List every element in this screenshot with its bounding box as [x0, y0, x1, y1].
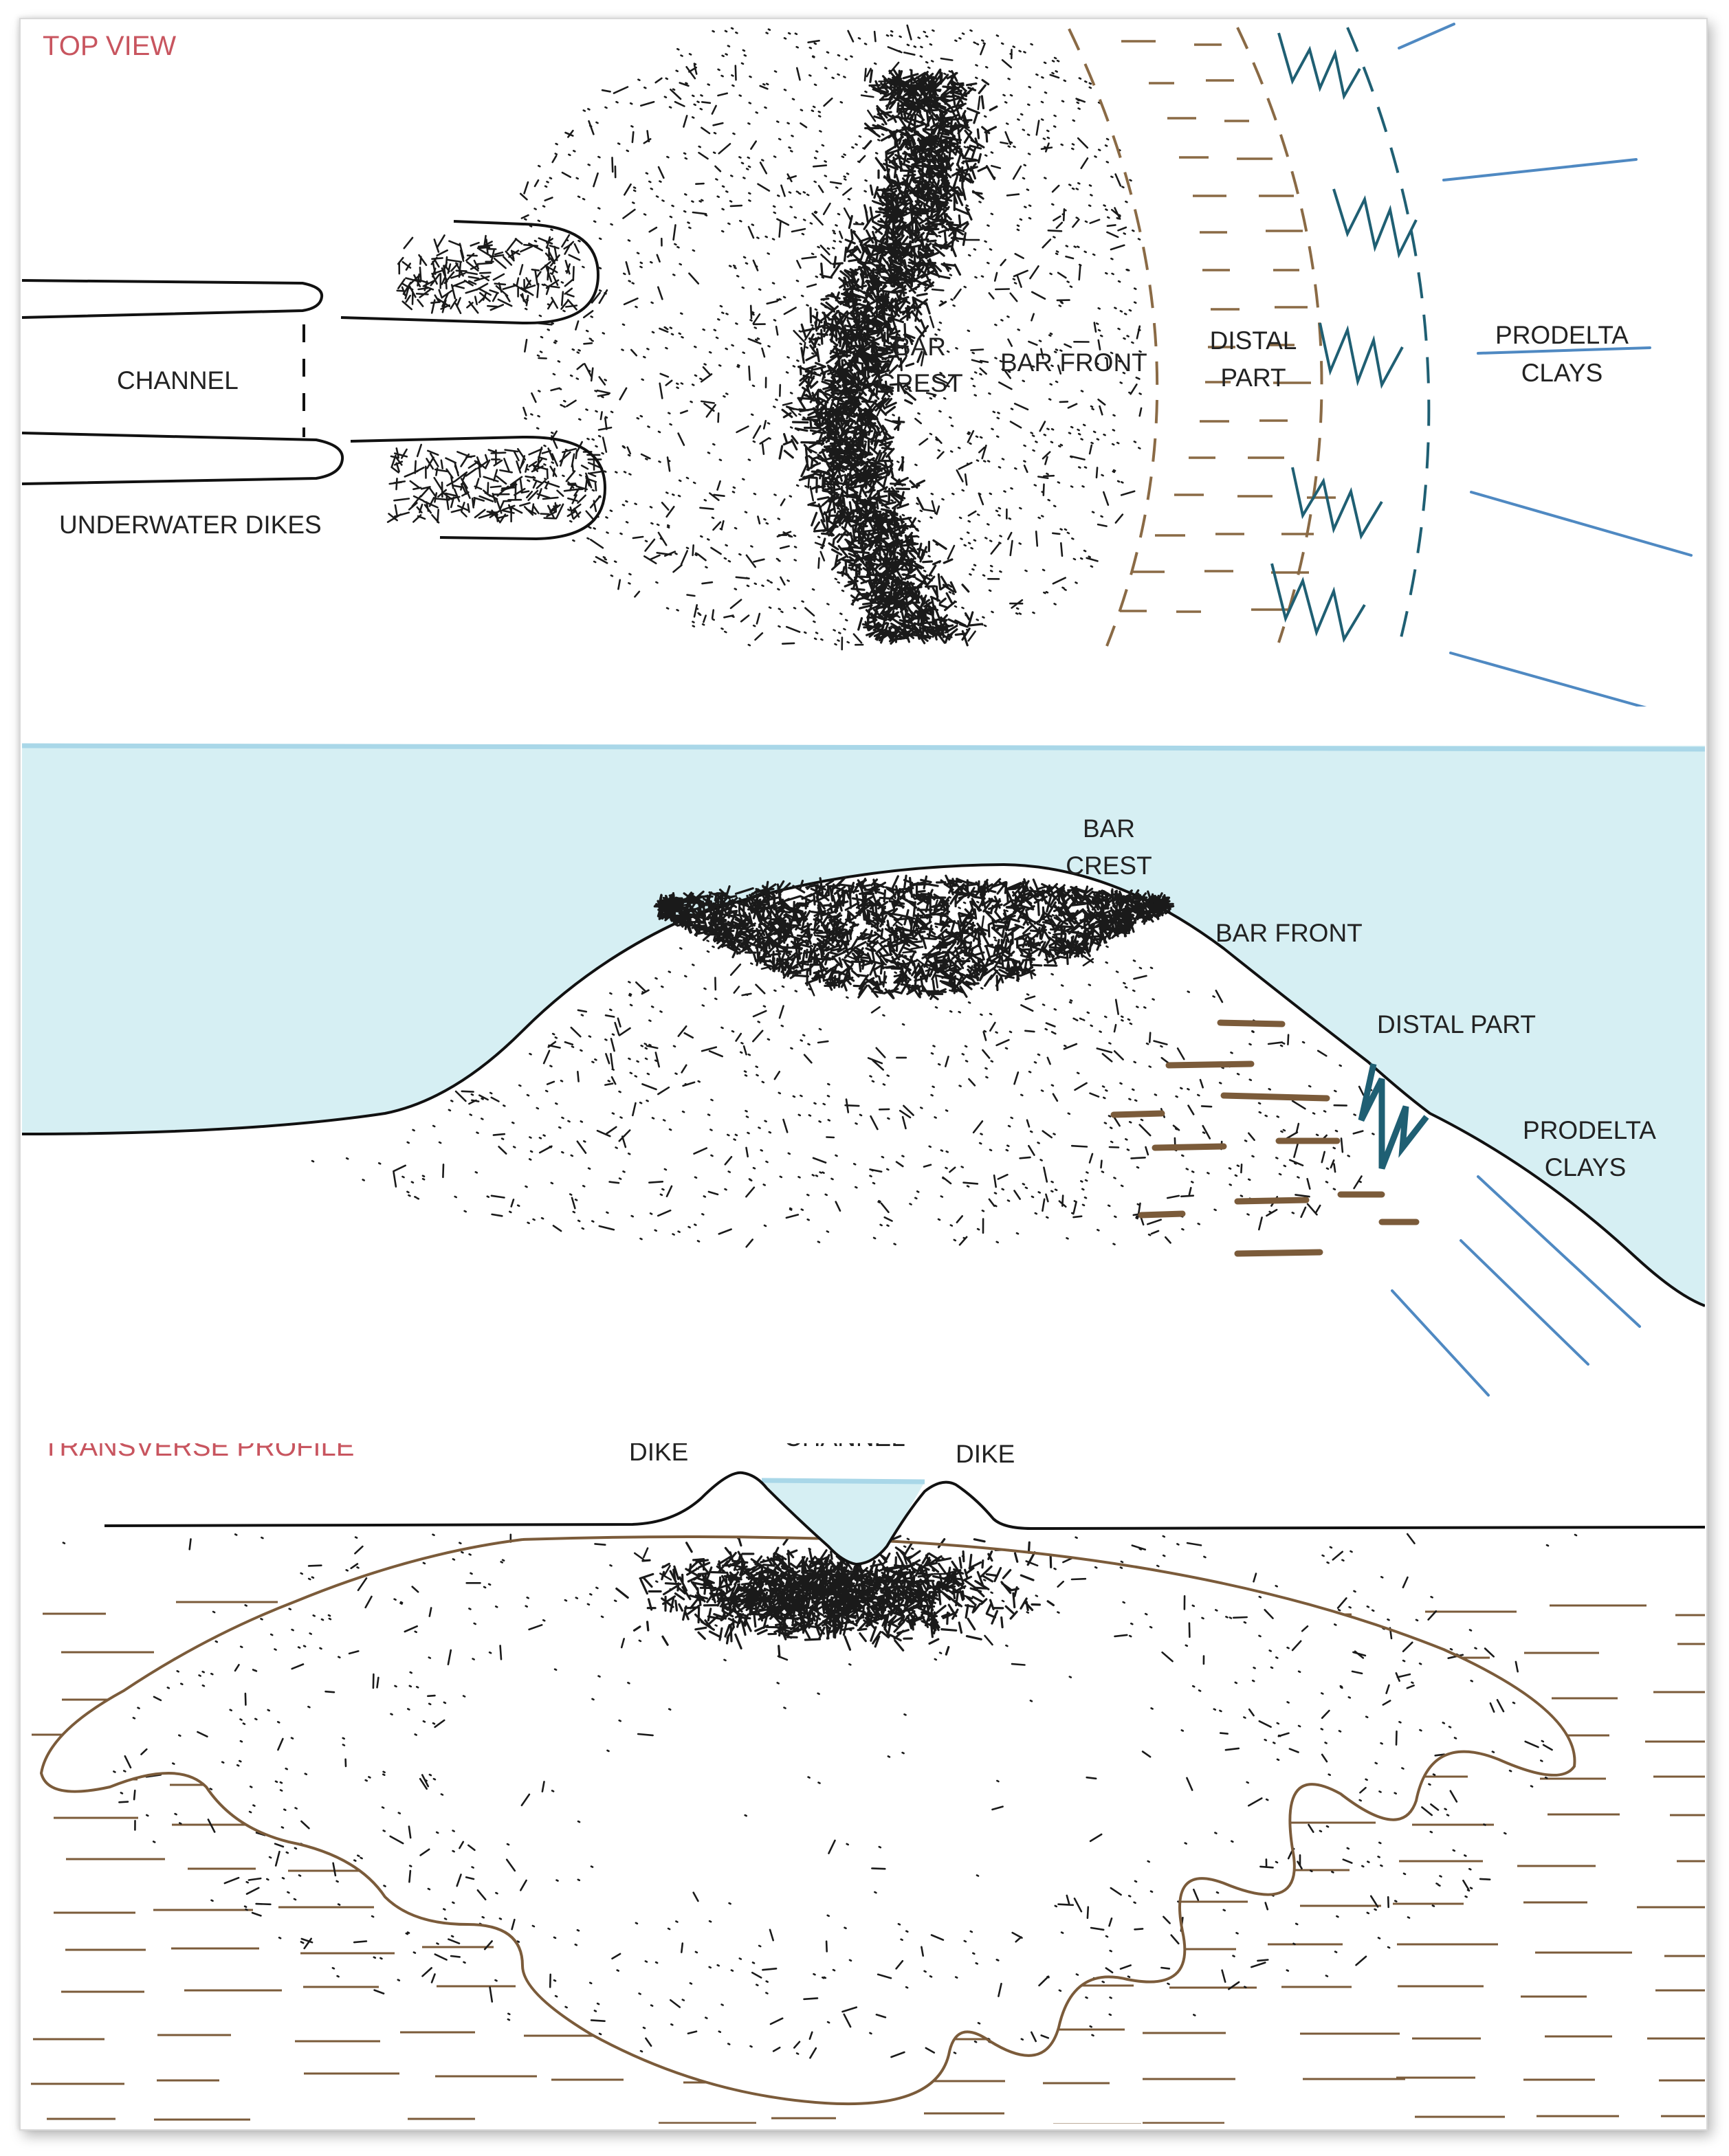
- sand-lens-contour: [39, 1535, 1576, 2106]
- distal-part-silt-dashes: [1120, 40, 1336, 613]
- underwater-dike-upper: [340, 220, 600, 325]
- channel-lower-dike: [21, 432, 344, 485]
- longitudinal-sand-stipple: [311, 874, 1375, 1248]
- distal-part-boundary: [1236, 27, 1323, 643]
- transverse-dike-left-label: DIKE: [629, 1438, 688, 1466]
- transverse-title: TRANSVERSE PROFILE: [43, 1432, 354, 1462]
- dense-sand-stipple: [653, 874, 1175, 1001]
- long-prodelta-label-1: PRODELTA: [1523, 1116, 1656, 1144]
- channel-upper-dike: [21, 279, 324, 319]
- bar-profile-outline: [21, 863, 1705, 1307]
- longitudinal-title: LONGITUDINAL PROFILE: [36, 687, 363, 718]
- top-view-title: TOP VIEW: [43, 31, 176, 61]
- prodelta-clay-lines: [1398, 23, 1693, 707]
- top-bar-crest-label-2: CREST: [877, 369, 962, 397]
- prodelta-boundary: [1346, 27, 1431, 647]
- top-view-sand-stipple: [386, 24, 1143, 651]
- top-bar-front-label: BAR FRONT: [1000, 348, 1147, 377]
- transverse-dike-right-label: DIKE: [956, 1440, 1015, 1468]
- dense-sand-stipple: [778, 68, 998, 647]
- top-bar-crest-label-1: BAR: [894, 333, 946, 361]
- top-prodelta-label-1: PRODELTA: [1495, 321, 1629, 349]
- underwater-dikes-label: UNDERWATER DIKES: [59, 511, 322, 539]
- underwater-dike-lower: [350, 435, 607, 541]
- long-prodelta-label-2: CLAYS: [1545, 1153, 1627, 1181]
- transverse-channel-water: [762, 1480, 925, 1564]
- top-distal-label-1: DISTAL: [1210, 326, 1297, 355]
- water-body: [22, 746, 1705, 1306]
- sparse-sand-stipple: [396, 234, 580, 314]
- water-surface: [21, 743, 1705, 752]
- sparse-sand-stipple: [386, 443, 604, 524]
- transverse-profile-panel: TRANSVERSE PROFILE DIKE CHANNEL DIKE: [21, 1423, 1705, 2124]
- silt-dash-pattern: [1120, 40, 1336, 613]
- top-prodelta-label-2: CLAYS: [1521, 359, 1603, 387]
- interfingering-zigzags: [1270, 32, 1418, 643]
- distal-silt-lenses: [1110, 1019, 1420, 1257]
- distal-interfingering-zigzag: [1358, 1063, 1429, 1170]
- top-distal-label-2: PART: [1220, 364, 1286, 392]
- transverse-channel-label: CHANNEL: [784, 1423, 905, 1452]
- long-bar-front-label: BAR FRONT: [1215, 919, 1363, 947]
- transverse-ground-surface: [104, 1471, 1705, 1566]
- prodelta-clay-lines-profile: [1391, 1175, 1641, 1397]
- longitudinal-profile-panel: LONGITUDINAL PROFILE BAR CREST BAR FRONT…: [21, 687, 1705, 1397]
- long-bar-crest-label-2: CREST: [1066, 852, 1152, 880]
- top-view-panel: TOP VIEW CHANNEL UNDERWATER DIKES BAR CR…: [21, 23, 1693, 707]
- sand-lens-outline: [41, 1526, 1575, 2104]
- long-bar-crest-label-1: BAR: [1083, 814, 1135, 843]
- top-channel-label: CHANNEL: [117, 366, 239, 394]
- long-distal-label: DISTAL PART: [1377, 1010, 1536, 1038]
- bar-front-boundary: [1068, 28, 1159, 647]
- channel-water-surface: [761, 1478, 925, 1485]
